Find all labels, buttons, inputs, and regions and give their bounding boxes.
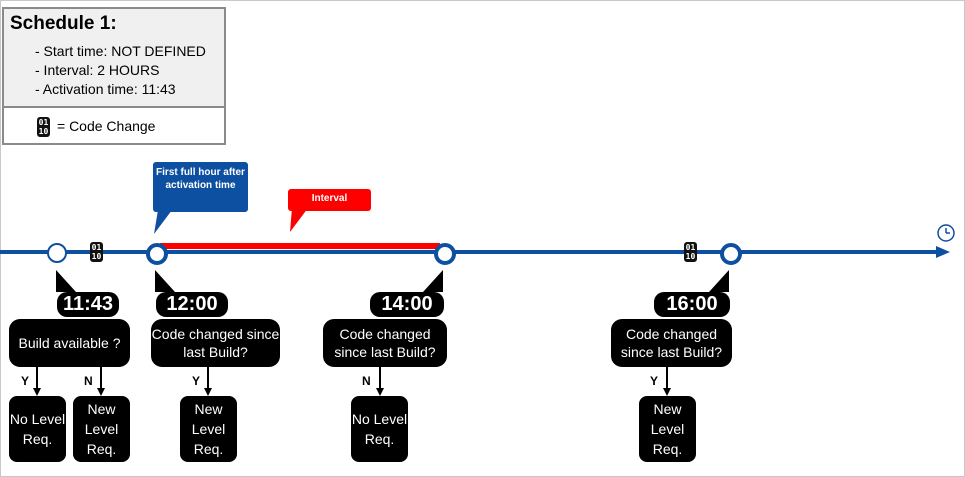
pointer-1400 xyxy=(423,270,443,292)
decision-code-changed-1200: Code changed since last Build? xyxy=(151,319,280,367)
result-new-level-req: New Level Req. xyxy=(180,396,237,462)
first-full-hour-callout: First full hour after activation time xyxy=(153,162,248,212)
code-change-icon: 01 10 xyxy=(90,242,103,262)
node-1400 xyxy=(434,243,456,265)
branch-no-label: N xyxy=(84,374,93,388)
node-1200 xyxy=(146,243,168,265)
result-new-level-req: New Level Req. xyxy=(639,396,696,462)
time-label-1143: 11:43 xyxy=(57,292,119,317)
start-time-line: - Start time: NOT DEFINED xyxy=(35,43,206,59)
schedule-legend: Schedule 1: - Start time: NOT DEFINED - … xyxy=(2,7,226,145)
activation-time-line: - Activation time: 11:43 xyxy=(35,81,176,97)
time-label-1600: 16:00 xyxy=(654,292,730,317)
decision-code-changed-1400: Code changed since last Build? xyxy=(323,319,447,367)
branch-yes-label: Y xyxy=(650,374,659,388)
result-no-level-req: No Level Req. xyxy=(9,396,66,462)
node-1600 xyxy=(720,243,742,265)
schedule-title: Schedule 1: xyxy=(10,13,117,34)
result-new-level-req: New Level Req. xyxy=(73,396,130,462)
timeline-arrowhead xyxy=(936,246,950,258)
result-no-level-req: No Level Req. xyxy=(351,396,408,462)
schedule-details: Schedule 1: - Start time: NOT DEFINED - … xyxy=(4,9,224,108)
pointer-1600 xyxy=(709,270,729,292)
code-icon-bottom-bits: 10 xyxy=(91,252,102,261)
code-icon-bottom-bits: 10 xyxy=(38,127,49,136)
decision-build-available: Build available ? xyxy=(9,319,130,367)
time-label-1400: 14:00 xyxy=(370,292,444,317)
branch-no-label: N xyxy=(362,374,371,388)
code-icon-top-bits: 01 xyxy=(38,118,49,127)
red-callout-pointer xyxy=(290,208,308,232)
code-change-icon: 01 10 xyxy=(37,117,50,137)
clock-icon xyxy=(937,224,955,242)
interval-callout: Interval xyxy=(288,189,371,211)
pointer-1200 xyxy=(155,270,175,292)
code-change-icon: 01 10 xyxy=(684,242,697,262)
blue-callout-pointer xyxy=(154,210,172,234)
activation-node xyxy=(47,243,67,263)
code-change-label: = Code Change xyxy=(57,118,156,134)
time-label-1200: 12:00 xyxy=(156,292,228,317)
code-icon-top-bits: 01 xyxy=(91,243,102,252)
code-icon-bottom-bits: 10 xyxy=(685,252,696,261)
pointer-1143 xyxy=(56,270,76,292)
branch-yes-label: Y xyxy=(21,374,30,388)
code-icon-top-bits: 01 xyxy=(685,243,696,252)
decision-code-changed-1600: Code changed since last Build? xyxy=(611,319,732,367)
interval-line: - Interval: 2 HOURS xyxy=(35,62,160,78)
branch-yes-label: Y xyxy=(192,374,201,388)
